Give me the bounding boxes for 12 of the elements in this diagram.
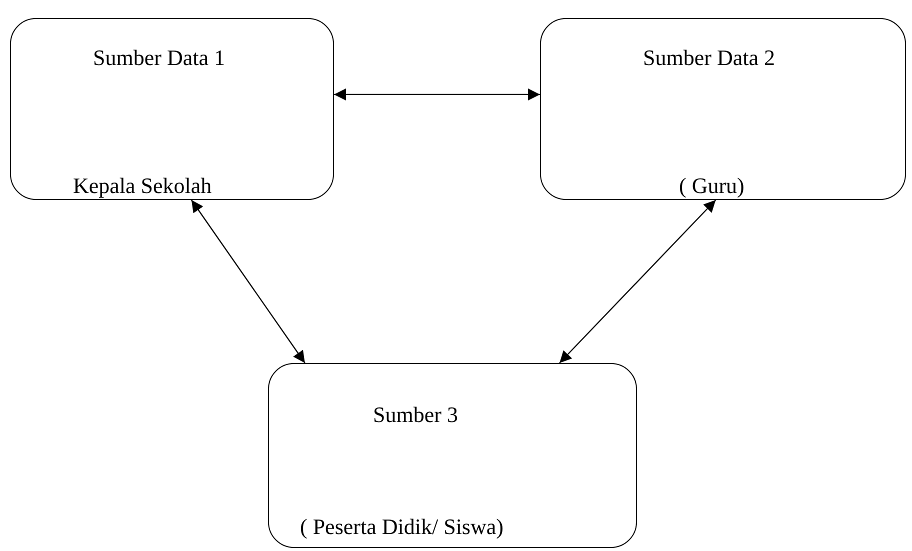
double-arrow: [559, 200, 716, 364]
double-arrow: [334, 88, 540, 100]
box-heading: Sumber Data 1: [93, 45, 225, 71]
box-subtitle: Kepala Sekolah: [73, 173, 212, 199]
box-heading: Sumber 3: [373, 402, 458, 428]
box-subtitle: ( Guru): [679, 173, 744, 199]
rounded-box: [540, 18, 906, 200]
box-heading: Sumber Data 2: [643, 45, 775, 71]
rounded-box: [268, 363, 637, 548]
box-subtitle: ( Peserta Didik/ Siswa): [300, 514, 504, 540]
double-arrow: [190, 200, 306, 364]
rounded-box: [10, 18, 334, 200]
